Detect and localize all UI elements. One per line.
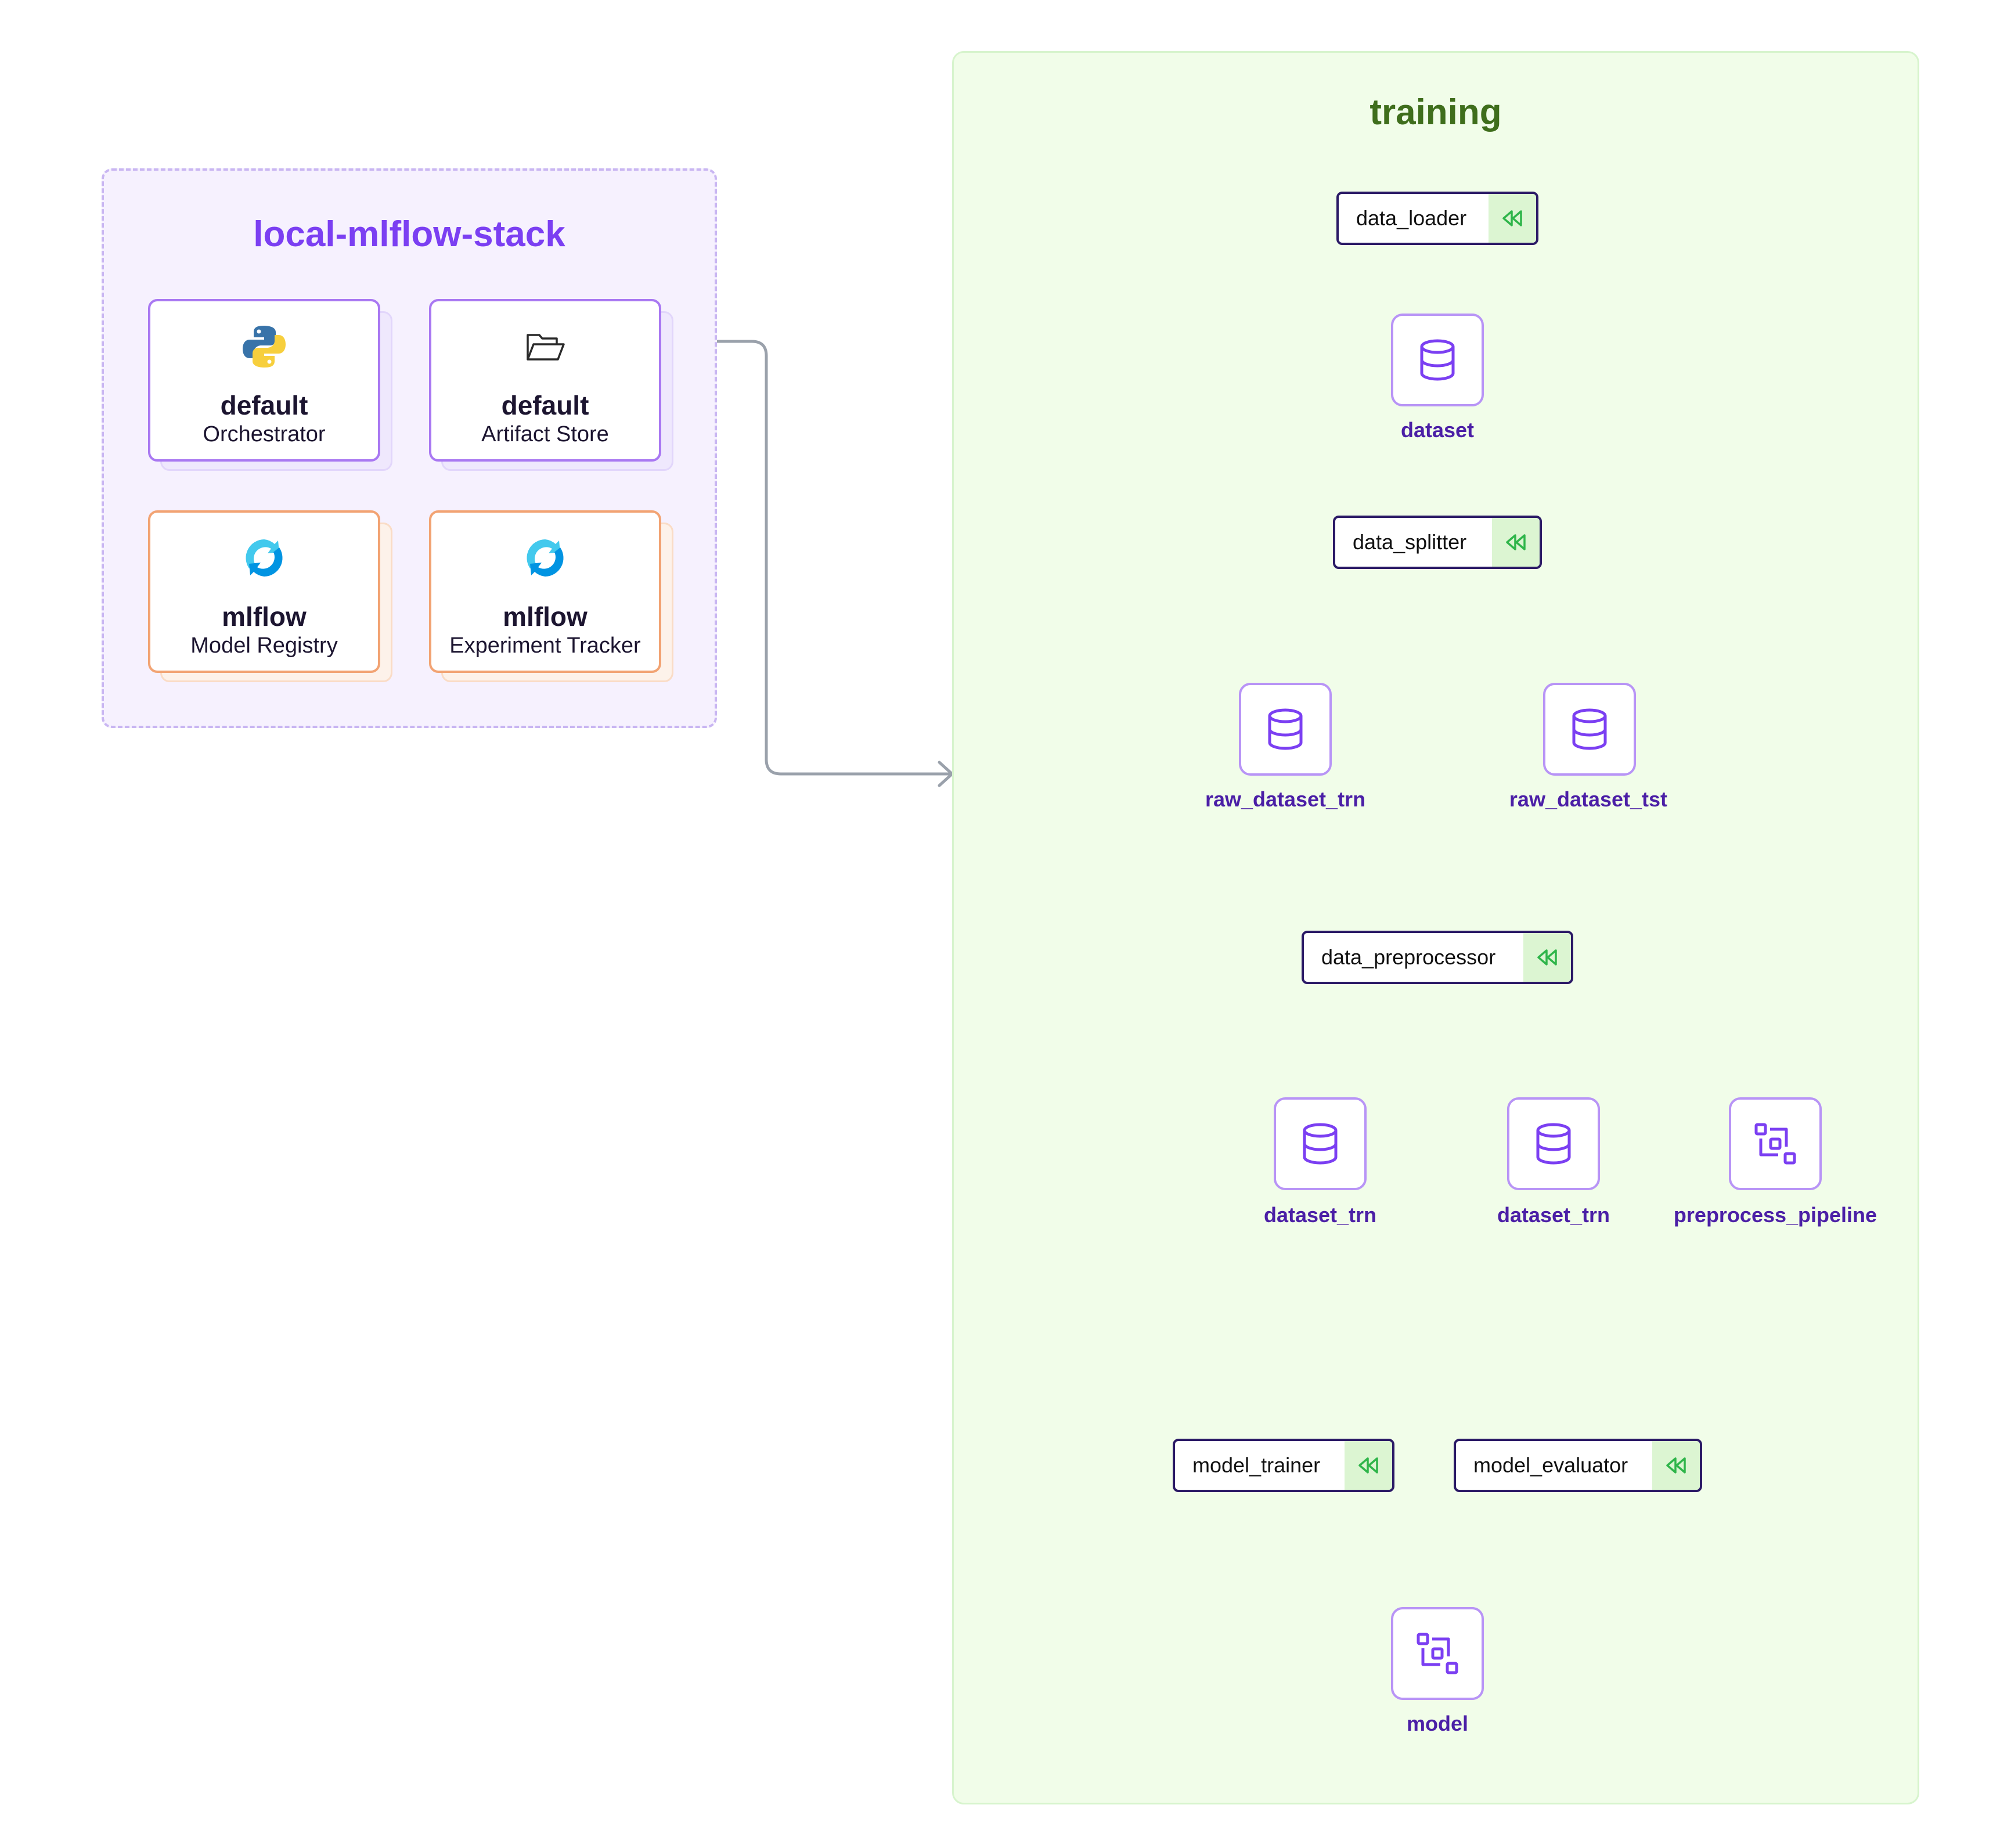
artifact-model[interactable] bbox=[1391, 1607, 1484, 1700]
mlflow-icon bbox=[431, 535, 659, 581]
artifact-label: dataset bbox=[1400, 418, 1475, 442]
component-experiment-tracker[interactable]: mlflow Experiment Tracker bbox=[429, 510, 661, 673]
database-icon bbox=[1536, 1123, 1571, 1165]
artifact-dataset-trn[interactable] bbox=[1274, 1097, 1367, 1190]
cached-rewind-icon bbox=[1345, 1441, 1392, 1490]
component-name: mlflow bbox=[222, 601, 307, 632]
component-name: default bbox=[501, 390, 589, 420]
pipeline-object-icon bbox=[1754, 1123, 1796, 1165]
step-data-splitter[interactable]: data_splitter bbox=[1333, 516, 1542, 569]
step-label: model_trainer bbox=[1192, 1453, 1321, 1477]
pipeline-title: training bbox=[1370, 92, 1502, 132]
artifact-dataset-trn[interactable] bbox=[1507, 1097, 1600, 1190]
artifact-label: raw_dataset_trn bbox=[1205, 787, 1366, 811]
component-type: Experiment Tracker bbox=[449, 633, 641, 658]
cached-rewind-icon bbox=[1489, 194, 1536, 243]
component-name: mlflow bbox=[503, 601, 588, 632]
step-label: data_splitter bbox=[1353, 530, 1467, 554]
component-artifact-store[interactable]: default Artifact Store bbox=[429, 299, 661, 462]
cached-rewind-icon bbox=[1523, 933, 1571, 982]
step-data-preprocessor[interactable]: data_preprocessor bbox=[1302, 931, 1573, 984]
database-icon bbox=[1303, 1123, 1338, 1165]
artifact-raw-dataset-tst[interactable] bbox=[1543, 683, 1636, 776]
component-type: Artifact Store bbox=[481, 422, 609, 446]
step-label: data_preprocessor bbox=[1321, 945, 1496, 969]
component-name: default bbox=[220, 390, 308, 420]
step-data-loader[interactable]: data_loader bbox=[1336, 192, 1538, 245]
python-icon bbox=[150, 323, 378, 370]
edge-stack-to-pipeline bbox=[717, 340, 952, 776]
step-model-trainer[interactable]: model_trainer bbox=[1173, 1439, 1394, 1492]
edge-stack-to-pipeline-arrowhead bbox=[938, 761, 954, 787]
cached-rewind-icon bbox=[1492, 518, 1540, 567]
step-label: model_evaluator bbox=[1473, 1453, 1628, 1477]
folder-open-icon bbox=[431, 323, 659, 370]
artifact-label: dataset_trn bbox=[1497, 1203, 1610, 1227]
database-icon bbox=[1268, 708, 1303, 750]
cached-rewind-icon bbox=[1652, 1441, 1700, 1490]
database-icon bbox=[1572, 708, 1607, 750]
database-icon bbox=[1420, 339, 1455, 381]
component-type: Model Registry bbox=[190, 633, 338, 658]
artifact-label: model bbox=[1406, 1712, 1468, 1735]
artifact-label: raw_dataset_tst bbox=[1509, 787, 1668, 811]
artifact-preprocess-pipeline[interactable] bbox=[1729, 1097, 1822, 1190]
component-model-registry[interactable]: mlflow Model Registry bbox=[148, 510, 380, 673]
step-model-evaluator[interactable]: model_evaluator bbox=[1454, 1439, 1702, 1492]
artifact-dataset[interactable] bbox=[1391, 314, 1484, 406]
artifact-raw-dataset-trn[interactable] bbox=[1239, 683, 1332, 776]
stack-title: local-mlflow-stack bbox=[253, 214, 565, 254]
component-type: Orchestrator bbox=[203, 422, 326, 446]
mlflow-icon bbox=[150, 535, 378, 581]
step-label: data_loader bbox=[1356, 206, 1467, 230]
component-orchestrator[interactable]: default Orchestrator bbox=[148, 299, 380, 462]
artifact-label: preprocess_pipeline bbox=[1673, 1203, 1877, 1227]
pipeline-object-icon bbox=[1417, 1633, 1458, 1674]
artifact-label: dataset_trn bbox=[1263, 1203, 1377, 1227]
